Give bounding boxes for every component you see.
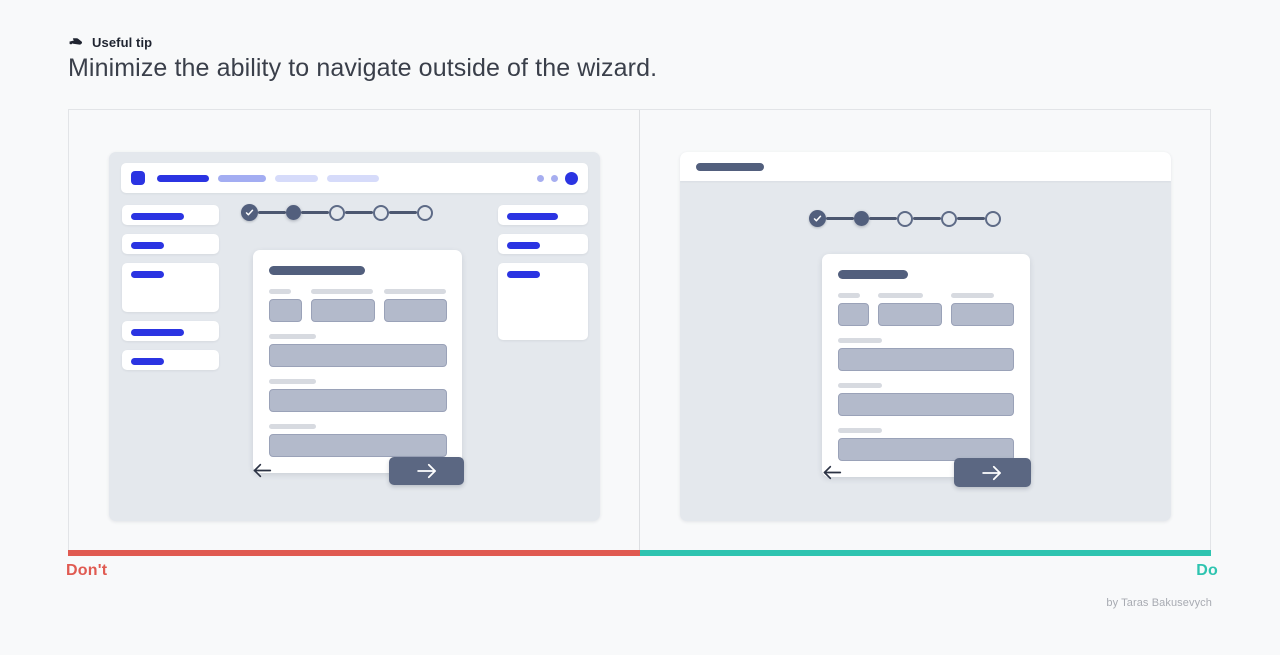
nav-item[interactable] xyxy=(275,174,318,182)
form-field[interactable] xyxy=(269,334,447,367)
verdict-bars xyxy=(68,550,1211,556)
wizard-form-card xyxy=(821,254,1030,477)
step-completed[interactable] xyxy=(808,210,826,227)
step-upcoming[interactable] xyxy=(896,210,913,227)
focused-wizard-mock xyxy=(679,152,1171,521)
wizard-form-card xyxy=(253,250,462,473)
form-row xyxy=(837,293,1015,326)
arrow-left-icon[interactable] xyxy=(252,463,272,479)
global-nav[interactable] xyxy=(157,174,379,182)
wizard-stepper xyxy=(241,204,433,221)
app-logo-icon xyxy=(131,171,145,185)
next-button[interactable] xyxy=(389,457,464,485)
sidebar-card[interactable] xyxy=(122,321,219,341)
step-upcoming[interactable] xyxy=(373,204,389,221)
avatar[interactable] xyxy=(565,171,578,185)
cluttered-wizard-mock xyxy=(109,152,600,521)
step-connector xyxy=(956,217,985,220)
topbar-action-icon[interactable] xyxy=(551,174,558,182)
useful-tip-label: Useful tip xyxy=(92,34,153,50)
form-title xyxy=(837,270,908,279)
form-row xyxy=(269,289,447,322)
sidebar-card[interactable] xyxy=(122,234,219,254)
form-field[interactable] xyxy=(269,289,303,322)
step-current[interactable] xyxy=(853,211,869,226)
step-upcoming[interactable] xyxy=(417,204,433,221)
useful-tip-row: Useful tip xyxy=(68,34,152,50)
wizard-footer xyxy=(822,458,1031,487)
wizard-stepper xyxy=(808,210,1001,227)
form-field[interactable] xyxy=(837,383,1015,416)
sidebar-card[interactable] xyxy=(498,234,588,254)
wizard-title xyxy=(695,162,764,171)
sidebar-card[interactable] xyxy=(498,263,588,340)
comparison-frame xyxy=(68,109,1211,551)
do-panel xyxy=(640,110,1211,551)
arrow-left-icon[interactable] xyxy=(822,465,842,481)
next-button[interactable] xyxy=(953,458,1031,487)
author-credit: by Taras Bakusevych xyxy=(1106,597,1212,609)
pointing-hand-icon xyxy=(68,34,84,50)
step-connector xyxy=(825,217,854,220)
step-connector xyxy=(912,217,941,220)
nav-item[interactable] xyxy=(157,174,209,182)
right-sidebar xyxy=(498,205,588,340)
form-field[interactable] xyxy=(311,289,375,322)
step-connector xyxy=(868,217,897,220)
sidebar-card[interactable] xyxy=(122,205,219,225)
sidebar-card[interactable] xyxy=(122,263,219,312)
sidebar-card[interactable] xyxy=(122,350,219,370)
topbar-action-icon[interactable] xyxy=(537,174,544,182)
topbar-actions[interactable] xyxy=(537,171,578,185)
left-sidebar xyxy=(122,205,219,370)
sidebar-card[interactable] xyxy=(498,205,588,225)
nav-item[interactable] xyxy=(218,174,266,182)
do-label: Do xyxy=(1196,562,1218,579)
step-upcoming[interactable] xyxy=(984,210,1001,227)
form-field[interactable] xyxy=(878,293,942,326)
form-field[interactable] xyxy=(837,428,1015,461)
step-current[interactable] xyxy=(286,205,301,220)
form-field[interactable] xyxy=(269,424,447,457)
dont-label: Don't xyxy=(66,562,108,579)
step-upcoming[interactable] xyxy=(940,210,957,227)
form-field[interactable] xyxy=(837,293,870,326)
form-field[interactable] xyxy=(383,289,447,322)
step-connector xyxy=(389,211,417,214)
do-bar xyxy=(639,550,1211,556)
step-completed[interactable] xyxy=(241,204,258,221)
form-field[interactable] xyxy=(837,338,1015,371)
step-connector xyxy=(345,211,373,214)
dont-panel xyxy=(69,110,640,551)
step-connector xyxy=(258,211,286,214)
step-upcoming[interactable] xyxy=(329,204,345,221)
dont-bar xyxy=(68,550,640,556)
form-field[interactable] xyxy=(269,379,447,412)
mock-topbar xyxy=(121,163,588,193)
nav-item[interactable] xyxy=(327,174,379,182)
wizard-footer xyxy=(252,457,464,485)
page-title: Minimize the ability to navigate outside… xyxy=(68,54,658,82)
mock-topbar-minimal xyxy=(679,152,1171,181)
form-field[interactable] xyxy=(950,293,1015,326)
form-title xyxy=(269,266,365,275)
step-connector xyxy=(301,211,329,214)
